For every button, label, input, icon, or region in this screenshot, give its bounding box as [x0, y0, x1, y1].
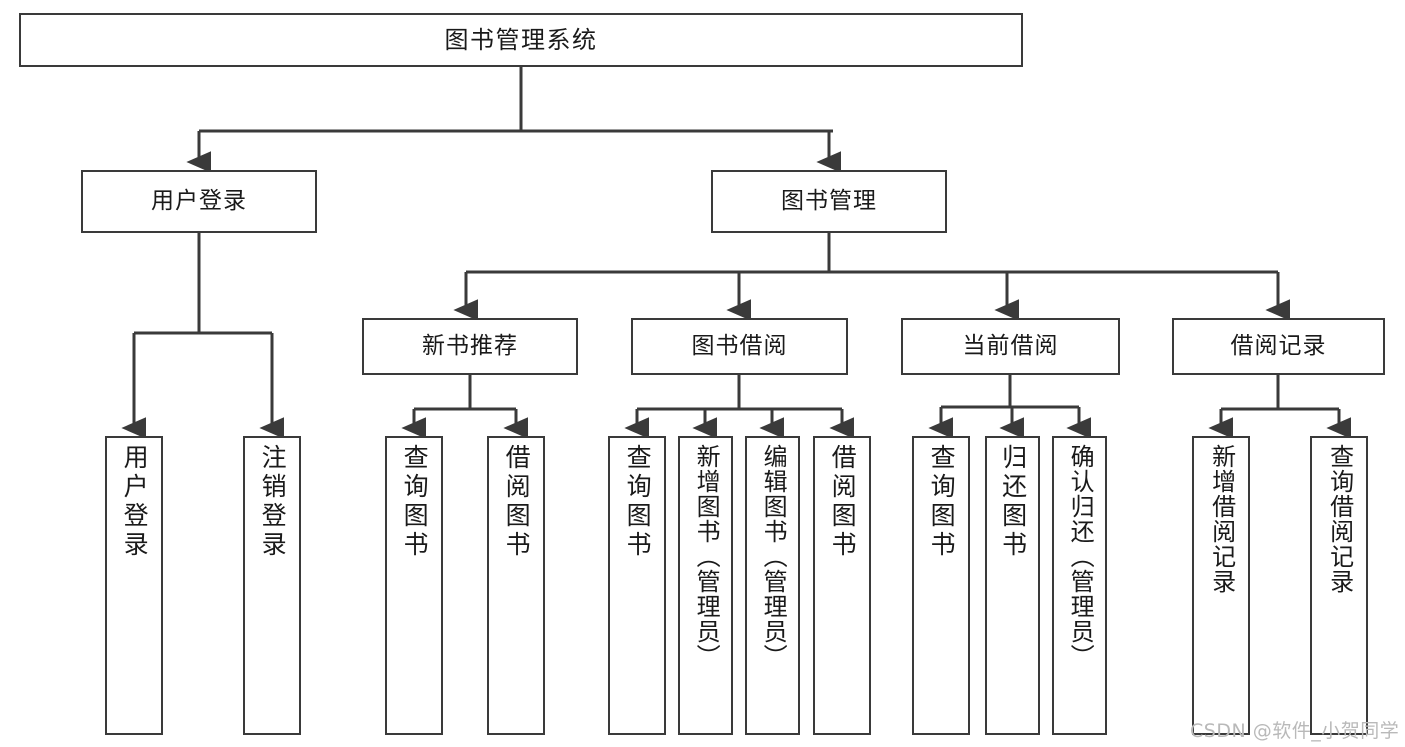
node-current-borrow-label: 当前借阅 — [962, 332, 1059, 359]
node-leaf-borrow-lend-label: 借阅图书 — [828, 444, 858, 560]
node-leaf-rec-borrow-label: 借阅图书 — [502, 444, 532, 560]
csdn-watermark: CSDN @软件_小贺同学 — [1190, 720, 1400, 742]
node-book-borrow-label: 图书借阅 — [691, 332, 788, 359]
node-book-borrow[interactable]: 图书借阅 — [631, 318, 848, 375]
node-leaf-borrow-edit[interactable]: 编辑图书（管理员） — [745, 436, 800, 735]
node-leaf-rec-borrow[interactable]: 借阅图书 — [487, 436, 545, 735]
node-leaf-rec-query-label: 查询图书 — [400, 444, 430, 560]
node-leaf-borrow-query-label: 查询图书 — [623, 444, 653, 560]
node-leaf-user-logout-label: 注销登录 — [258, 444, 288, 560]
node-new-book-rec-label: 新书推荐 — [422, 332, 518, 359]
node-current-borrow[interactable]: 当前借阅 — [901, 318, 1120, 375]
node-root[interactable]: 图书管理系统 — [19, 13, 1023, 67]
node-leaf-rec-query[interactable]: 查询图书 — [385, 436, 443, 735]
node-new-book-rec[interactable]: 新书推荐 — [362, 318, 578, 375]
node-leaf-rec-query2[interactable]: 查询借阅记录 — [1310, 436, 1368, 735]
node-leaf-rec-add[interactable]: 新增借阅记录 — [1192, 436, 1250, 735]
node-leaf-user-login-label: 用户登录 — [120, 444, 150, 560]
node-leaf-borrow-lend[interactable]: 借阅图书 — [813, 436, 871, 735]
node-leaf-rec-add-label: 新增借阅记录 — [1207, 444, 1236, 594]
node-leaf-rec-query2-label: 查询借阅记录 — [1325, 444, 1354, 594]
node-leaf-cur-query-label: 查询图书 — [927, 444, 957, 560]
node-leaf-cur-return[interactable]: 归还图书 — [985, 436, 1040, 735]
node-leaf-user-logout[interactable]: 注销登录 — [243, 436, 301, 735]
node-book-manage-label: 图书管理 — [781, 187, 877, 214]
node-leaf-cur-confirm[interactable]: 确认归还（管理员） — [1052, 436, 1107, 735]
node-borrow-record-label: 借阅记录 — [1230, 332, 1327, 359]
node-root-label: 图书管理系统 — [444, 25, 598, 54]
node-leaf-cur-confirm-label: 确认归还（管理员） — [1066, 444, 1095, 669]
node-user-login-label: 用户登录 — [151, 187, 247, 214]
node-book-manage[interactable]: 图书管理 — [711, 170, 947, 233]
node-leaf-cur-return-label: 归还图书 — [998, 444, 1028, 560]
node-leaf-borrow-query[interactable]: 查询图书 — [608, 436, 666, 735]
node-leaf-cur-query[interactable]: 查询图书 — [912, 436, 970, 735]
node-borrow-record[interactable]: 借阅记录 — [1172, 318, 1385, 375]
node-user-login[interactable]: 用户登录 — [81, 170, 317, 233]
node-leaf-borrow-edit-label: 编辑图书（管理员） — [759, 444, 788, 669]
node-leaf-user-login[interactable]: 用户登录 — [105, 436, 163, 735]
node-leaf-borrow-add-label: 新增图书（管理员） — [692, 444, 721, 669]
node-leaf-borrow-add[interactable]: 新增图书（管理员） — [678, 436, 733, 735]
